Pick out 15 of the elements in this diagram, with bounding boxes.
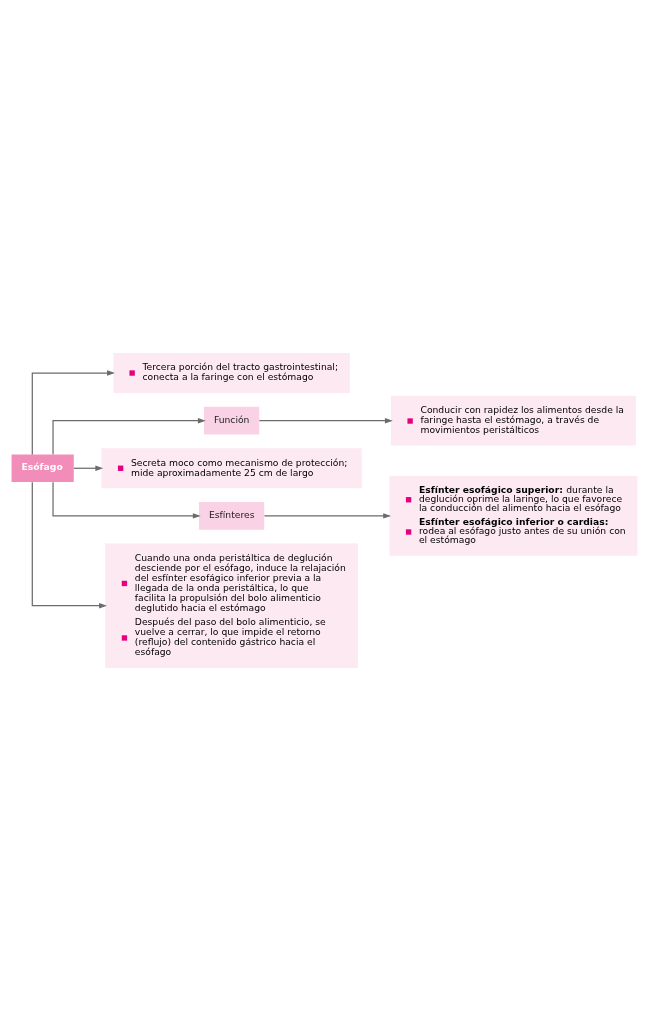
arrow <box>52 417 206 455</box>
node-box: Cuando una onda peristáltica de deglución desciende por el esófago, induce la relajación del esfínter esofágico inferior previa a la llegada de la onda peristáltica, lo que facilita la propulsión del bolo alimenticio deglutido hacia el estómago Después del paso del bolo alimenticio, se vuelve a cerrar, lo que impide el retorno (reflujo) del contenido gástrico hacia el esófago <box>105 543 358 668</box>
arrow <box>31 481 107 608</box>
arrow <box>31 369 115 455</box>
node-box: Esófago <box>11 453 74 482</box>
arrow <box>73 465 104 471</box>
node-box: Esfínter esofágico superior: durante la deglución oprime la laringe, lo que favorece la conducción del alimento hacia el esófago Esfínter esofágico inferior o cardias: rodea al esófago justo antes de su unión con el estómago <box>389 475 638 556</box>
node-box: Secreta moco como mecanismo de protección; mide aproximadamente 25 cm de largo <box>101 447 362 488</box>
arrow <box>52 481 201 519</box>
node-box: Función <box>203 406 260 434</box>
node-box: Tercera porción del tracto gastrointestinal; conecta a la faringe con el estómago <box>113 352 350 393</box>
node-box: Esfínteres <box>198 501 265 530</box>
node-box: Conducir con rapidez los alimentos desde la faringe hasta el estómago, a través de movimientos peristálticos <box>390 395 636 446</box>
arrow <box>263 512 392 519</box>
arrow <box>258 417 393 423</box>
